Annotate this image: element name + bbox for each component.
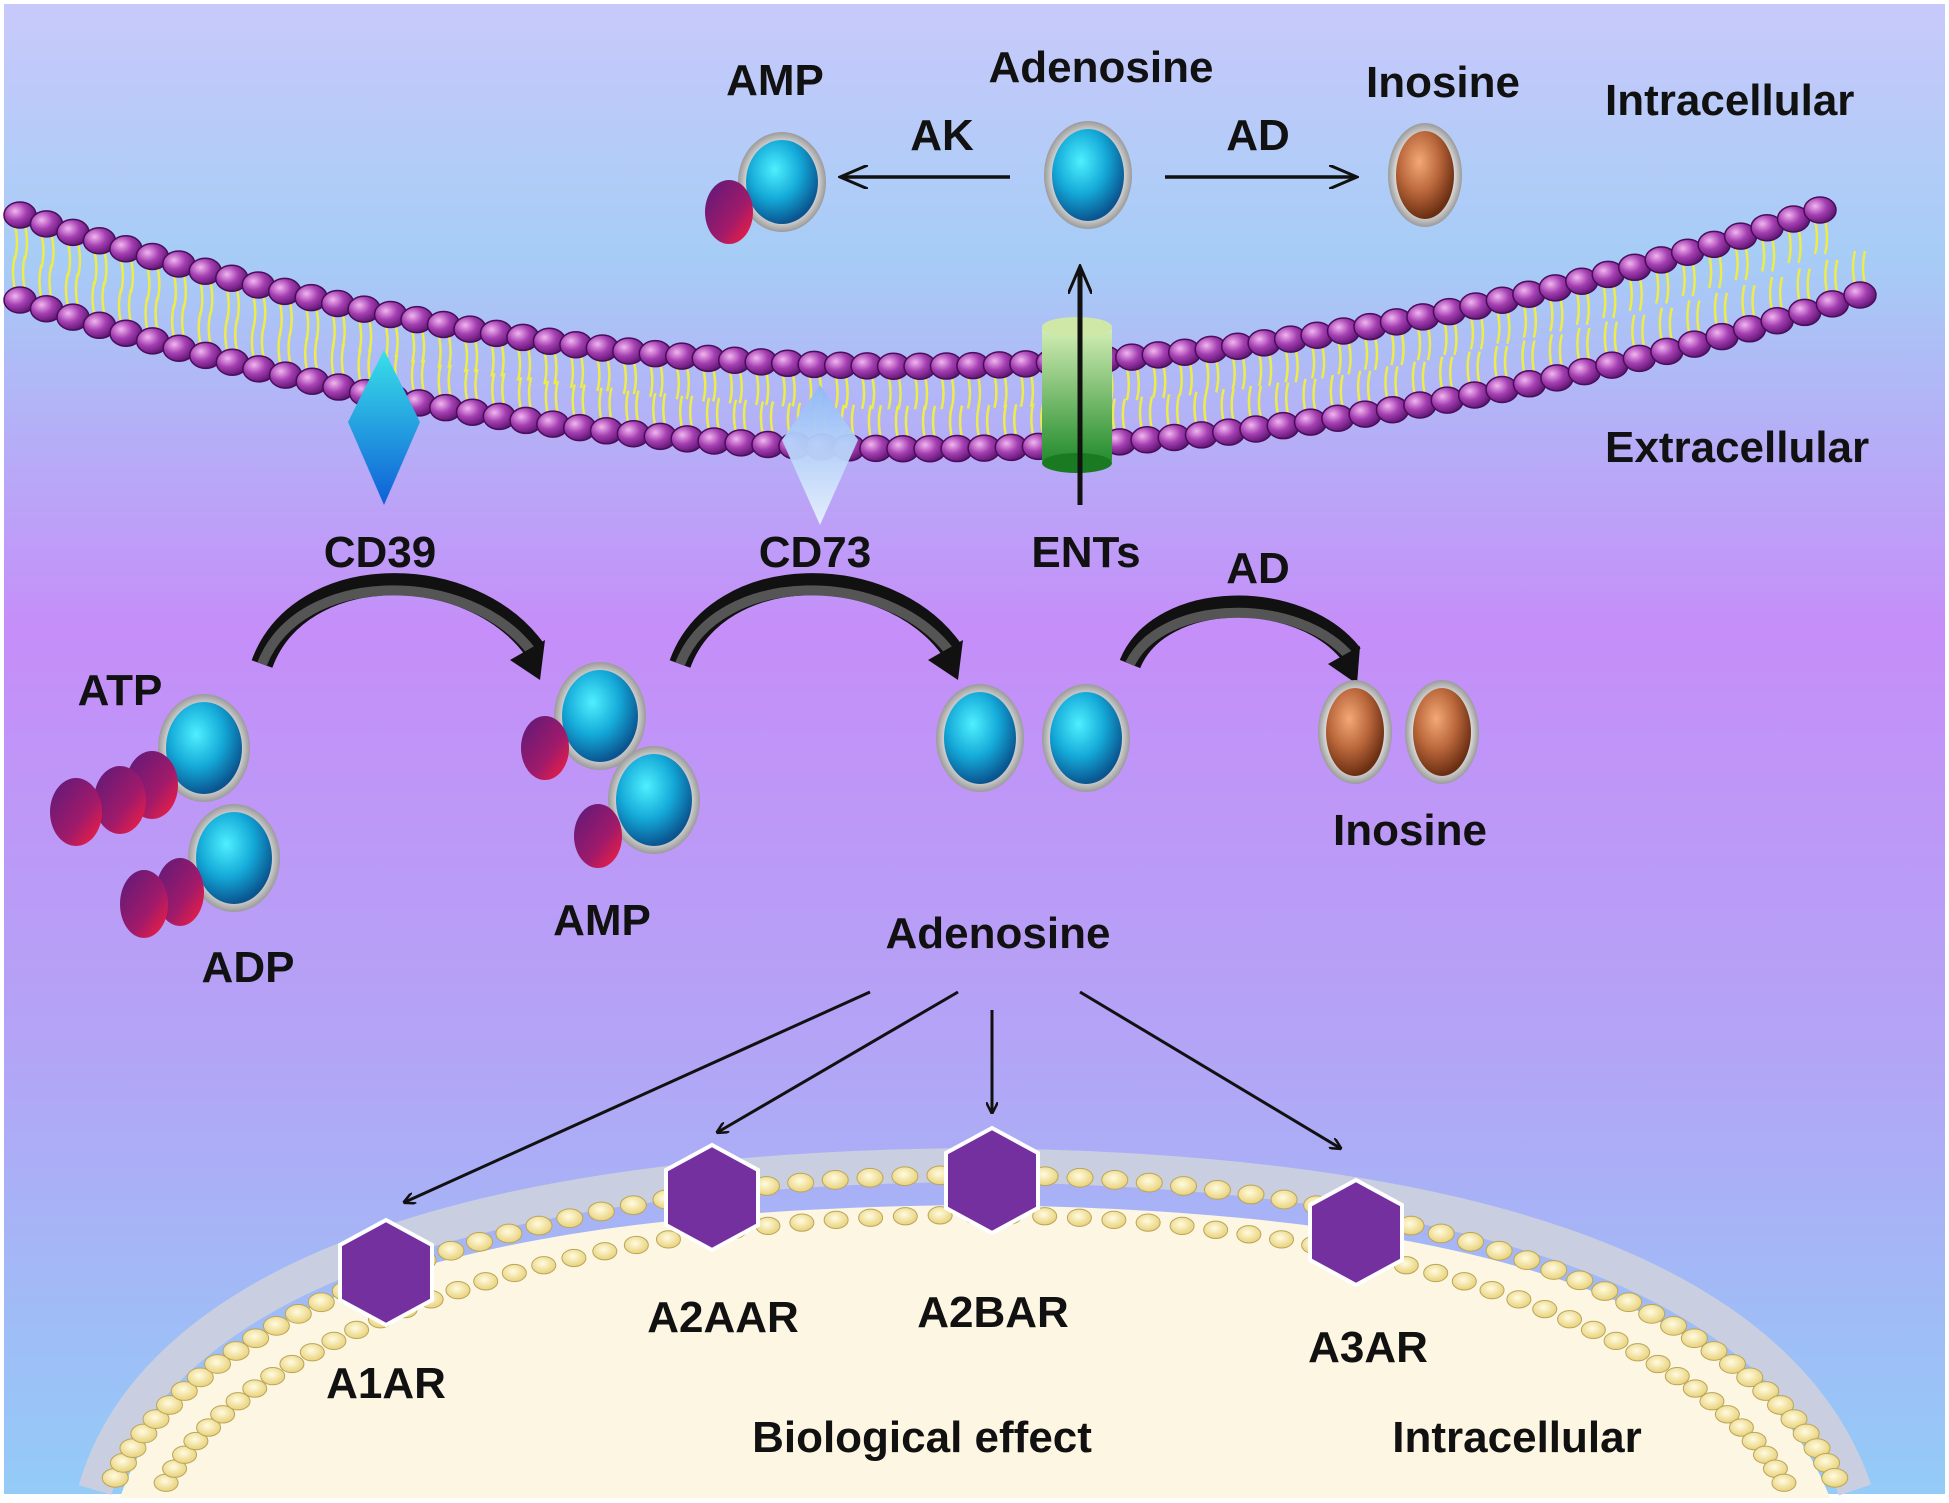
intracellular-label-top: Intracellular (1605, 76, 1854, 125)
a2bar-receptor-icon (944, 1125, 1040, 1236)
cd39-label: CD39 (324, 528, 437, 577)
ad-label-bottom: AD (1226, 544, 1290, 593)
arrow-to-a3ar (1079, 990, 1340, 1148)
cd73-label: CD73 (759, 528, 872, 577)
a3ar-label: A3AR (1308, 1323, 1428, 1372)
a3ar-receptor-icon (1308, 1177, 1404, 1288)
adenosine-molecules-middle (936, 684, 1130, 792)
ents-label: ENTs (1031, 528, 1140, 577)
ak-label: AK (910, 111, 974, 160)
cd73-diamond-icon (782, 385, 858, 525)
inosine-molecule-top (1388, 123, 1462, 227)
ad-label-top: AD (1226, 111, 1290, 160)
cd73-reaction-arrow (669, 573, 963, 680)
a2aar-receptor-icon (664, 1142, 760, 1253)
a2bar-label: A2BAR (917, 1288, 1069, 1337)
cd39-diamond-icon (348, 350, 420, 505)
ent-channel-icon (1042, 317, 1112, 473)
adp-molecule (120, 804, 280, 938)
amp-molecule-top (705, 132, 826, 244)
ad-reaction-arrow-bottom (1119, 595, 1361, 684)
a1ar-receptor-icon (338, 1217, 434, 1328)
biological-effect-label: Biological effect (752, 1413, 1092, 1462)
plasma-membrane-bilayer (3, 196, 1877, 463)
adenosine-molecule-top (1044, 121, 1132, 229)
amp-molecules-middle (521, 662, 700, 868)
amp-label-middle: AMP (553, 896, 651, 945)
extracellular-label: Extracellular (1605, 423, 1869, 472)
atp-label: ATP (78, 666, 163, 715)
amp-label-top: AMP (726, 56, 824, 105)
a1ar-label: A1AR (326, 1359, 446, 1408)
adenosine-label-top: Adenosine (989, 43, 1214, 92)
cd39-reaction-arrow (251, 573, 545, 680)
adp-label: ADP (202, 943, 295, 992)
inosine-label-top: Inosine (1366, 58, 1520, 107)
adenosine-label-middle: Adenosine (886, 909, 1111, 958)
inosine-label-middle: Inosine (1333, 806, 1487, 855)
atp-molecule (50, 694, 250, 846)
a2aar-label: A2AAR (647, 1293, 799, 1342)
inosine-molecules-middle (1318, 680, 1479, 784)
intracellular-label-bottom: Intracellular (1392, 1413, 1641, 1462)
arrow-to-a2aar (718, 990, 959, 1132)
phosphate-ball-icon (705, 180, 753, 244)
arrow-to-a1ar (405, 990, 871, 1202)
